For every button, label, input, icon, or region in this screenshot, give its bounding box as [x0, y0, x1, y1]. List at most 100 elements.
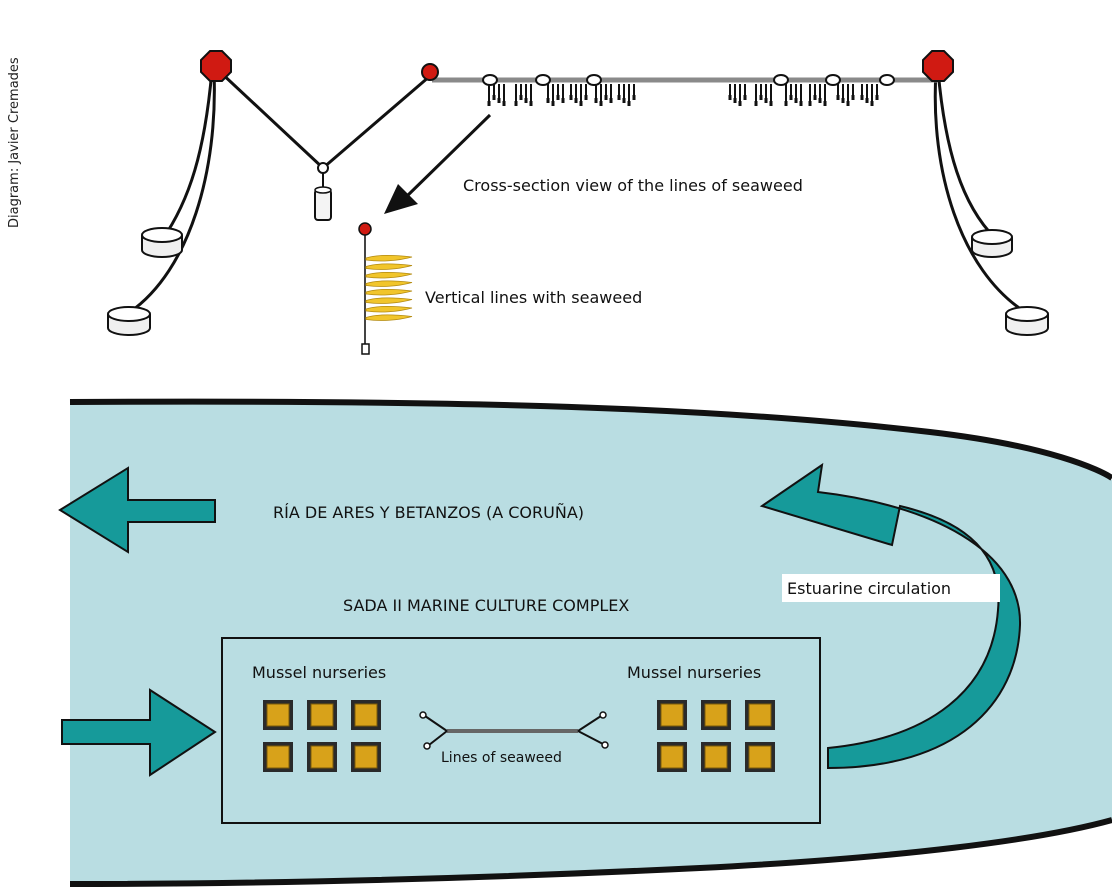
estuary-shore-bottom: [69, 817, 1112, 887]
dropper: [497, 84, 501, 103]
mooring-rope: [933, 71, 1026, 314]
dropper: [599, 84, 603, 106]
complex-label: SADA II MARINE CULTURE COMPLEX: [343, 596, 629, 615]
dropper: [759, 84, 763, 100]
junction-ring: [317, 162, 329, 174]
dropper: [561, 84, 565, 103]
dropper: [617, 84, 621, 100]
mooring-rope: [160, 69, 214, 241]
mussel-nursery-raft: [263, 742, 293, 772]
mussel-nursery-raft: [745, 742, 775, 772]
dropper: [813, 84, 817, 100]
dropper: [584, 84, 588, 100]
dropper: [865, 84, 869, 103]
seaweed-frond: [365, 254, 413, 262]
hanging-weight: [314, 189, 332, 221]
dropper: [860, 84, 864, 100]
seaweed-frond: [365, 288, 413, 296]
mussel-nursery-raft: [657, 742, 687, 772]
dropper: [622, 84, 626, 103]
dropper: [579, 84, 583, 106]
seaweed-frond: [365, 271, 413, 279]
nurseries-left-label: Mussel nurseries: [252, 663, 386, 682]
mussel-nursery-raft: [307, 742, 337, 772]
dropper: [846, 84, 850, 106]
line-float: [535, 74, 551, 86]
line-float: [825, 74, 841, 86]
dropper: [836, 84, 840, 100]
mooring-rope: [936, 69, 997, 240]
line-float: [482, 74, 498, 86]
dropper: [728, 84, 732, 100]
dropper: [870, 84, 874, 106]
dropper: [794, 84, 798, 103]
dropper: [546, 84, 550, 103]
seaweed-lines-label: Lines of seaweed: [441, 750, 562, 766]
dropper: [823, 84, 827, 106]
dropper: [492, 84, 496, 100]
dropper: [851, 84, 855, 100]
dropper: [569, 84, 573, 100]
inflow-arrow: [61, 688, 217, 777]
dropper: [799, 84, 803, 106]
buoy-red-octagon: [922, 50, 954, 82]
mussel-nursery-raft: [701, 742, 731, 772]
seaweed-frond: [365, 280, 413, 287]
dropper: [754, 84, 758, 106]
mooring-rope: [216, 68, 325, 170]
vertical-seaweed-line: [358, 222, 413, 355]
dropper: [769, 84, 773, 106]
nurseries-right-label: Mussel nurseries: [627, 663, 761, 682]
seaweed-frond: [365, 263, 413, 270]
dropper: [743, 84, 747, 100]
seaweed-frond: [365, 305, 413, 313]
dropper: [574, 84, 578, 103]
mussel-nursery-raft: [701, 700, 731, 730]
circulation-label: Estuarine circulation: [787, 579, 951, 598]
dropper: [764, 84, 768, 103]
anchor-block: [1005, 306, 1049, 336]
dropper: [808, 84, 812, 106]
line-float: [773, 74, 789, 86]
anchor-block: [141, 227, 183, 258]
mussel-nursery-raft: [307, 700, 337, 730]
dropper: [524, 84, 528, 103]
longline-rig: [107, 50, 1049, 336]
bottom-weight: [361, 343, 370, 355]
mooring-rope: [129, 71, 216, 314]
circulation-arrow: [759, 462, 1022, 770]
culture-complex-boundary: [221, 637, 821, 824]
cross-section-arrow: [384, 113, 492, 214]
seaweed-frond: [365, 297, 413, 304]
mooring-rope: [322, 74, 431, 170]
dropper: [609, 84, 613, 103]
hanging-weight-top: [314, 186, 332, 194]
dropper: [514, 84, 518, 106]
outflow-arrow: [58, 466, 216, 554]
mussel-nurseries: [263, 700, 775, 772]
cross-section-label: Cross-section view of the lines of seawe…: [463, 176, 803, 195]
dropper: [632, 84, 636, 100]
dropper: [841, 84, 845, 103]
mussel-nursery-raft: [351, 700, 381, 730]
mussel-nursery-raft: [657, 700, 687, 730]
line-float: [879, 74, 895, 86]
anchor-block: [971, 229, 1013, 258]
buoy-red-octagon: [200, 50, 232, 82]
dropper: [529, 84, 533, 106]
seaweed-frond: [365, 314, 413, 321]
dropper: [818, 84, 822, 103]
dropper: [733, 84, 737, 103]
estuary-water: [70, 401, 1112, 884]
dropper: [502, 84, 506, 106]
dropper: [789, 84, 793, 100]
ria-label: RÍA DE ARES Y BETANZOS (A CORUÑA): [273, 503, 584, 522]
dropper: [738, 84, 742, 106]
circulation-label-bg: [782, 574, 1000, 602]
anchor-block: [107, 306, 151, 336]
dropper: [487, 84, 491, 106]
mussel-nursery-raft: [351, 742, 381, 772]
estuary-shore-top: [69, 398, 1112, 481]
dropper: [627, 84, 631, 106]
dropper: [519, 84, 523, 100]
